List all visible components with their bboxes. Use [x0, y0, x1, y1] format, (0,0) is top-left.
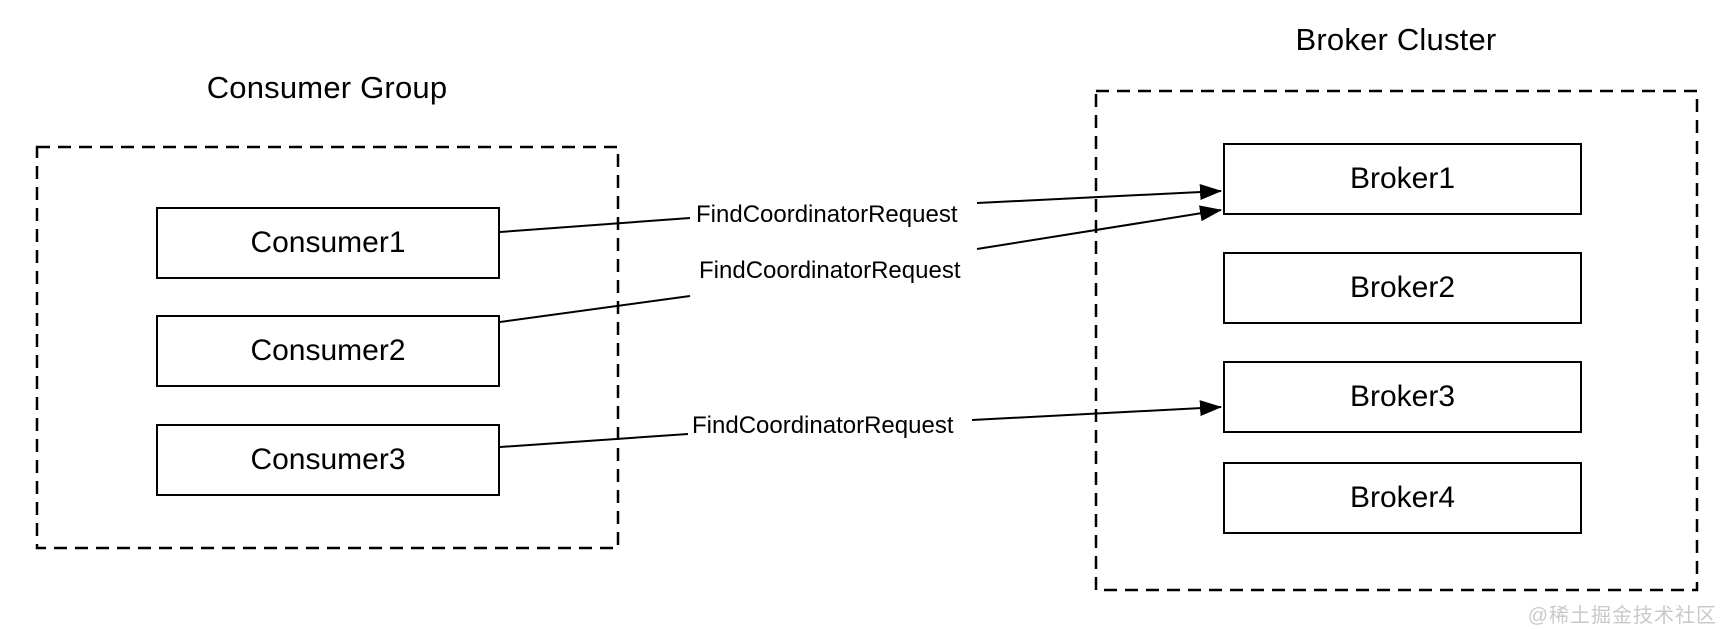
node-broker2: Broker2: [1223, 252, 1582, 324]
node-broker3: Broker3: [1223, 361, 1582, 433]
consumer-group-title: Consumer Group: [206, 70, 448, 105]
watermark-text: @稀土掘金技术社区: [1527, 605, 1717, 627]
node-broker4: Broker4: [1223, 462, 1582, 534]
node-consumer3: Consumer3: [156, 424, 500, 496]
connector-consumer2-broker1-left: [499, 295, 691, 323]
broker-cluster-title: Broker Cluster: [1295, 22, 1497, 57]
connector-consumer3-broker3-left: [499, 433, 689, 448]
node-broker3-label: Broker3: [1349, 380, 1456, 413]
node-broker2-label: Broker2: [1349, 271, 1456, 304]
node-consumer3-label: Consumer3: [250, 443, 406, 476]
consumer-group-boundary: [35, 145, 620, 550]
edge-label-consumer1-broker1: FindCoordinatorRequest: [692, 201, 962, 229]
node-consumer2-label: Consumer2: [250, 334, 406, 367]
node-consumer2: Consumer2: [156, 315, 500, 387]
node-broker4-label: Broker4: [1349, 481, 1456, 514]
connector-consumer2-broker1-arrow: [976, 205, 1222, 250]
edge-label-consumer3-broker3: FindCoordinatorRequest: [688, 412, 958, 440]
broker-cluster-boundary: [1094, 89, 1699, 592]
node-consumer1-label: Consumer1: [250, 226, 406, 259]
connector-consumer1-broker1-arrow: [976, 184, 1222, 204]
connector-consumer1-broker1-left: [499, 217, 691, 233]
node-broker1: Broker1: [1223, 143, 1582, 215]
edge-label-consumer2-broker1: FindCoordinatorRequest: [695, 257, 965, 285]
node-consumer1: Consumer1: [156, 207, 500, 279]
node-broker1-label: Broker1: [1349, 162, 1456, 195]
connector-consumer3-broker3-arrow: [971, 400, 1222, 421]
